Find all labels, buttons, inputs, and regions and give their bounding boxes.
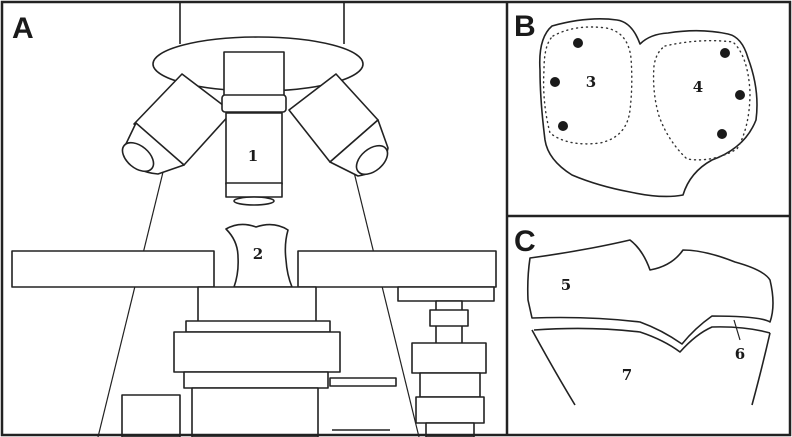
right-region-number-label: 4 (693, 78, 703, 96)
lower-layer-outline (531, 329, 576, 406)
left-region-number-label: 3 (586, 73, 596, 91)
panel-c: 5 6 7 C (514, 225, 774, 406)
upper-layer-shape (526, 239, 774, 345)
panel-c-letter: C (514, 225, 536, 258)
marker-dot (573, 38, 583, 48)
marker-dot (720, 48, 730, 58)
panel-a: 1 2 A (11, 3, 497, 437)
stage-left (11, 250, 215, 288)
marker-dot (717, 129, 727, 139)
right-region-outline (652, 39, 751, 161)
right-objective (288, 73, 389, 177)
bone-outline (538, 18, 758, 198)
marker-dot (550, 77, 560, 87)
stage-right (297, 250, 497, 288)
left-objective (121, 73, 233, 175)
interface-pointer-line (733, 319, 741, 341)
beam-right-line (352, 167, 420, 437)
condenser-stack (173, 286, 341, 437)
interface-number-label: 6 (735, 345, 745, 363)
objective-number-label: 1 (248, 147, 258, 165)
side-arm (329, 377, 397, 387)
focus-knob (397, 286, 495, 437)
marker-dot (735, 90, 745, 100)
marker-dot (558, 121, 568, 131)
central-objective (221, 51, 287, 206)
lower-layer-number-label: 7 (622, 366, 632, 384)
specimen-shape (225, 223, 293, 288)
panel-a-letter: A (12, 12, 34, 45)
upper-layer-number-label: 5 (561, 276, 571, 294)
base-box (121, 394, 181, 437)
beam-left-line (97, 167, 165, 437)
specimen-number-label: 2 (253, 245, 263, 263)
panel-b: 3 4 B (514, 10, 758, 198)
interface-band (533, 326, 771, 353)
panel-b-letter: B (514, 10, 536, 43)
lower-layer-right-edge (751, 332, 771, 406)
